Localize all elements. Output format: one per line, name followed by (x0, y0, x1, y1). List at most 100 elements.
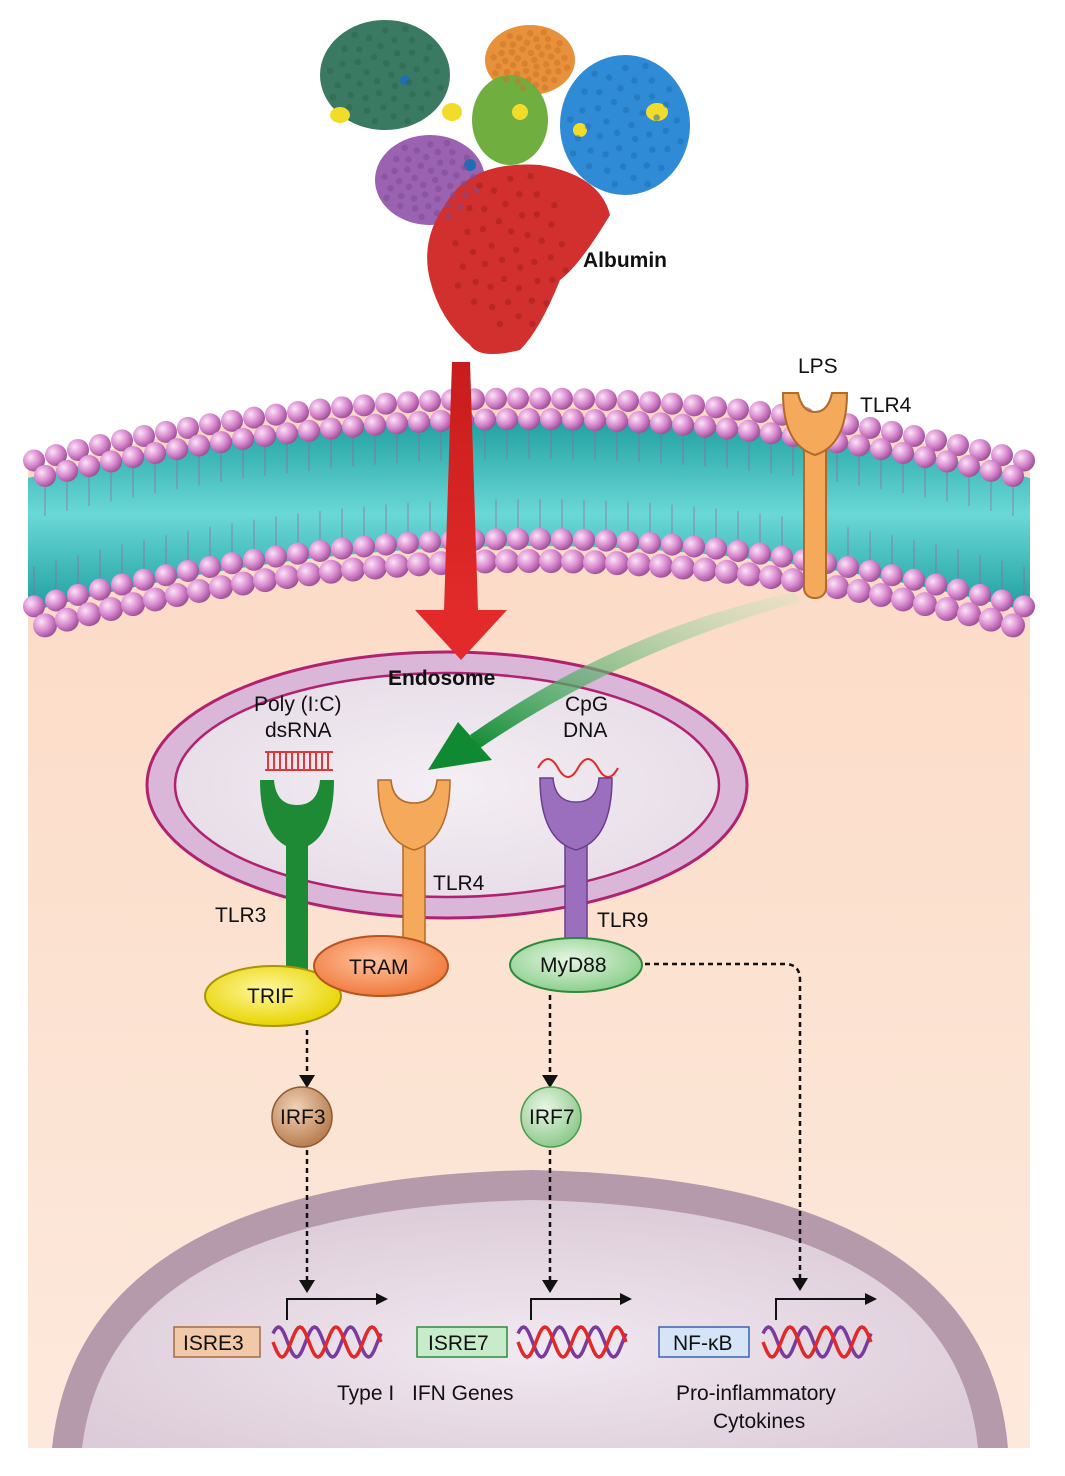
albumin-atom (538, 51, 545, 58)
albumin-atom (404, 117, 411, 125)
albumin-atom (555, 68, 562, 75)
albumin-atom (639, 109, 646, 117)
lipid-head (210, 431, 232, 454)
lipid-head (473, 549, 497, 574)
albumin-atom (459, 263, 466, 270)
trif-adaptor (204, 965, 342, 1027)
albumin-atom (567, 116, 574, 123)
lipid-head (309, 398, 331, 421)
albumin-atom (548, 221, 555, 228)
albumin-atom (644, 180, 651, 188)
albumin-atom (452, 240, 459, 247)
albumin-atom (413, 147, 420, 154)
isre7-label: ISRE7 (428, 1332, 489, 1355)
lipid-head (133, 424, 155, 447)
lipid-head (1013, 595, 1035, 618)
albumin-atom (631, 77, 638, 84)
lipid-head (760, 422, 782, 445)
lipid-head (419, 530, 441, 553)
lipid-head (231, 571, 255, 596)
albumin-atom (471, 298, 478, 305)
albumin-atom (506, 32, 513, 40)
albumin-atom (581, 88, 588, 95)
albumin-atom (662, 127, 669, 134)
albumin-atom (427, 167, 435, 174)
albumin-atom (377, 43, 384, 50)
lipid-head (847, 578, 871, 603)
albumin-atom (527, 30, 534, 37)
lipid-head (749, 400, 771, 423)
dna-strand-red (516, 1325, 628, 1359)
albumin-atom (339, 60, 346, 67)
lipid-head (309, 540, 331, 563)
cytokines-label: Cytokines (713, 1410, 805, 1433)
cytoplasm (28, 400, 1030, 1448)
albumin-atom (495, 218, 502, 225)
lipid-head (111, 573, 133, 596)
lipid-head (143, 587, 167, 612)
albumin-atom (444, 202, 452, 209)
albumin-atom (553, 59, 561, 66)
albumin-atom (648, 93, 656, 100)
albumin-atom (529, 320, 536, 327)
albumin-atom (413, 66, 420, 73)
nfkb-label: NF-κB (673, 1332, 733, 1355)
polyic-label: Poly (I:C) (254, 693, 342, 716)
albumin-atom (533, 63, 540, 70)
albumin-atom (533, 191, 540, 198)
albumin-atom (449, 149, 456, 156)
albumin-atom (508, 49, 516, 56)
albumin-atom (534, 43, 542, 51)
endosome-title: Endosome (388, 667, 495, 690)
albumin-atom (664, 145, 671, 152)
albumin-atom (422, 76, 429, 83)
albumin-atom (462, 191, 469, 199)
lipid-head (705, 396, 727, 419)
albumin-atom (569, 150, 577, 157)
albumin-atom (426, 43, 433, 51)
albumin-atom (532, 81, 539, 89)
albumin-atom (528, 297, 535, 304)
lipid-head (573, 388, 595, 411)
albumin-atom (490, 187, 498, 194)
albumin-atom (449, 192, 457, 199)
albumin-atom (649, 146, 656, 153)
albumin-atom (365, 34, 373, 42)
lipid-head (77, 602, 101, 627)
lipid-head (727, 540, 749, 563)
albumin-atom (417, 162, 424, 169)
lipid-head (661, 533, 683, 556)
lipid-head (892, 441, 914, 464)
lipid-head (243, 548, 265, 571)
albumin-atom (584, 123, 592, 130)
albumin-atom (454, 282, 462, 289)
albumin-atom (531, 258, 538, 265)
lipid-head (243, 406, 265, 429)
isre7-box (416, 1326, 508, 1358)
tram-label: TRAM (349, 956, 409, 979)
albumin-atom (411, 174, 418, 181)
albumin-atom (427, 141, 434, 148)
albumin-atom (666, 85, 673, 93)
albumin-atom (424, 90, 431, 97)
albumin-atom (543, 300, 550, 307)
lipid-head (232, 427, 254, 450)
dna-helices (271, 1325, 873, 1359)
albumin-atom (549, 276, 556, 283)
lipid-head (496, 408, 518, 431)
lipid-head (737, 562, 761, 587)
lipid-head (913, 592, 937, 617)
lipid-head (661, 392, 683, 415)
lipid-head (407, 552, 431, 577)
albumin-atom (508, 228, 515, 235)
albumin-atom (466, 205, 473, 212)
lipid-head (320, 417, 342, 440)
albumin-atom (558, 241, 565, 248)
lipid-head (837, 555, 859, 578)
albumin-atom (390, 95, 398, 103)
translocation-arrow (428, 592, 800, 770)
lipid-head (287, 400, 309, 423)
lipid-head (825, 575, 849, 600)
surface-tlr4-label: TLR4 (860, 394, 912, 417)
